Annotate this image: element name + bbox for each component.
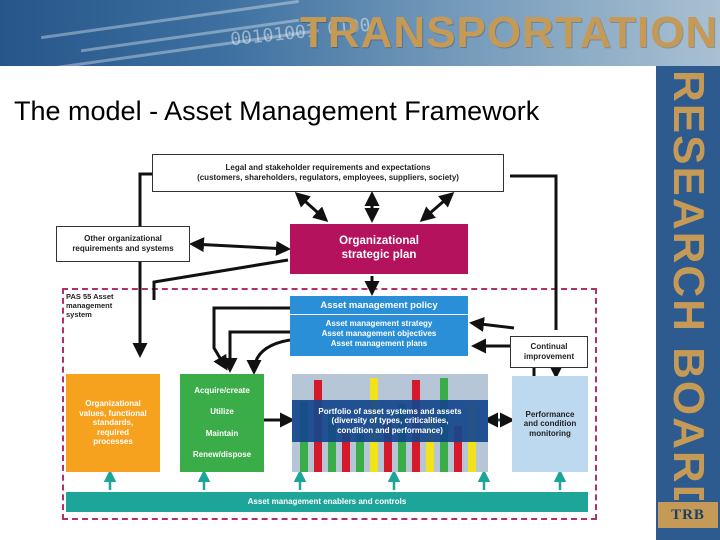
values-line3: standards,: [92, 418, 134, 428]
trb-logo-text: TRB: [671, 507, 705, 523]
strategic-plan-box: Organizational strategic plan: [290, 224, 468, 274]
portfolio-label-band: Portfolio of asset systems and assets (d…: [292, 400, 488, 442]
pas55-label-line1: PAS 55 Asset: [66, 292, 114, 301]
values-line4: required: [96, 427, 129, 437]
strategic-line1: Organizational: [339, 235, 419, 248]
continual-improvement-box: Continual improvement: [510, 336, 588, 368]
lifecycle-line3: Maintain: [205, 428, 239, 438]
portfolio-line3: condition and performance): [337, 425, 443, 435]
strategic-line2: strategic plan: [341, 249, 417, 261]
trb-logo: TRB: [656, 500, 720, 530]
legal-line2: (customers, shareholders, regulators, em…: [197, 173, 459, 182]
performance-line3: monitoring: [529, 428, 571, 438]
lifecycle-line1: Acquire/create: [194, 385, 250, 395]
legal-line1: Legal and stakeholder requirements and e…: [225, 163, 431, 173]
banner-title: TRANSPORTATION: [300, 8, 719, 57]
header-banner: 00101001 0100 TRANSPORTATION: [0, 0, 720, 66]
lifecycle-line2: Utilize: [210, 407, 234, 417]
portfolio-box: Portfolio of asset systems and assets (d…: [292, 374, 488, 472]
pas55-label-line3: system: [66, 310, 92, 319]
lifecycle-box: Acquire/create Utilize Maintain Renew/di…: [180, 374, 264, 472]
other-line1: Other organizational: [84, 234, 162, 244]
connector-arrows: [103, 172, 567, 490]
side-banner-title: RESEARCH BOARD: [664, 70, 713, 519]
enablers-controls-bar: Asset management enablers and controls: [66, 492, 588, 512]
pas55-label: PAS 55 Asset management system: [66, 292, 114, 319]
values-line5: processes: [93, 437, 133, 447]
policy-line3: Asset management plans: [330, 338, 428, 348]
other-line2: requirements and systems: [72, 244, 174, 253]
slide-title: The model - Asset Management Framework: [14, 96, 540, 126]
policy-line1: Asset management strategy: [325, 319, 433, 329]
policy-line2: Asset management objectives: [321, 328, 437, 338]
performance-monitoring-box: Performance and condition monitoring: [512, 376, 588, 472]
policy-title: Asset management policy: [290, 296, 468, 316]
lifecycle-line4: Renew/dispose: [192, 450, 252, 460]
performance-line1: Performance: [525, 409, 575, 419]
pas55-boundary: [62, 288, 597, 520]
other-requirements-box: Other organizational requirements and sy…: [56, 226, 190, 262]
portfolio-line1: Portfolio of asset systems and assets: [318, 406, 462, 416]
enablers-label: Asset management enablers and controls: [247, 497, 407, 507]
side-banner: RESEARCH BOARD: [656, 66, 720, 540]
pas55-label-line2: management: [66, 301, 113, 310]
legal-stakeholder-box: Legal and stakeholder requirements and e…: [152, 154, 504, 192]
portfolio-line2: (diversity of types, criticalities,: [331, 416, 449, 426]
continual-line2: improvement: [523, 352, 575, 361]
performance-line2: and condition: [523, 419, 577, 429]
policy-box: Asset management policy Asset management…: [290, 296, 468, 356]
asset-management-diagram: PAS 55 Asset management system: [54, 150, 600, 522]
values-line1: Organizational: [85, 399, 141, 409]
continual-line1: Continual: [530, 342, 568, 352]
organizational-values-box: Organizational values, functional standa…: [66, 374, 160, 472]
values-line2: values, functional: [79, 408, 147, 418]
